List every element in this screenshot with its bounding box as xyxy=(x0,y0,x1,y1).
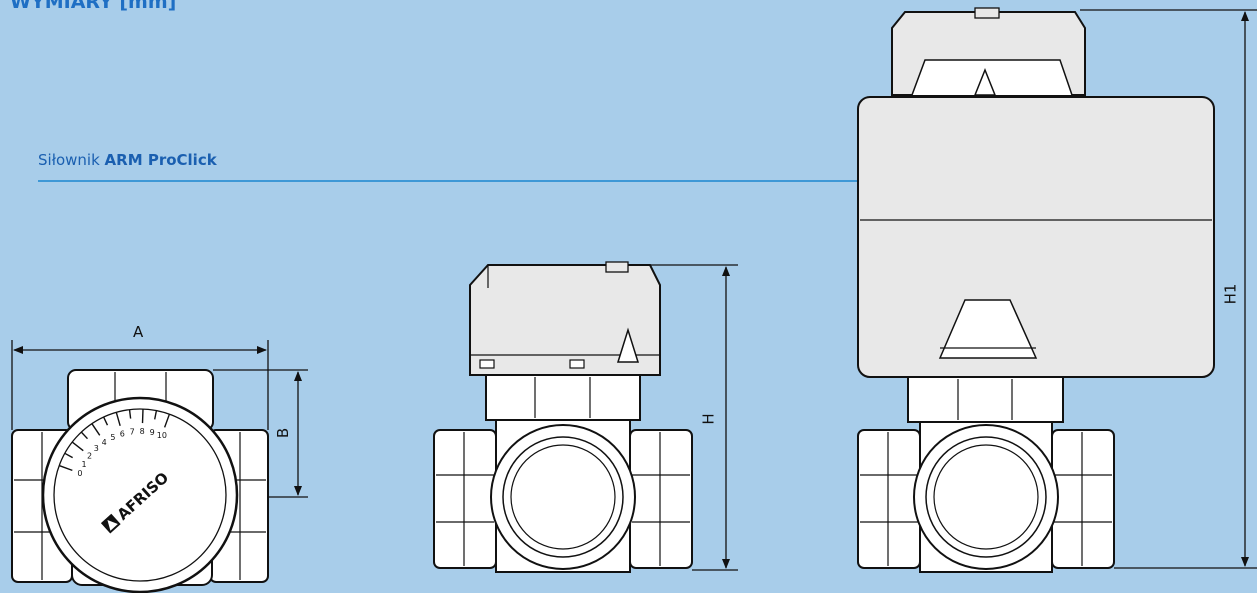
dial-tick-label: 10 xyxy=(157,431,167,440)
dial-tick-label: 8 xyxy=(140,427,145,436)
dimension-h1-label: H1 xyxy=(1221,283,1240,305)
page-title: WYMIARY [mm] xyxy=(10,0,177,13)
dial-tick xyxy=(80,431,88,440)
dial-tick xyxy=(154,410,158,420)
dimension-h1 xyxy=(1080,9,1257,569)
dial-tick-label: 1 xyxy=(81,460,86,469)
dimension-h xyxy=(650,264,738,571)
dial-tick-label: 5 xyxy=(110,433,115,442)
callout-prefix: Siłownik xyxy=(38,151,105,169)
dial-tick xyxy=(128,409,132,419)
valve-with-large-actuator xyxy=(857,7,1215,573)
callout-leader xyxy=(38,177,902,185)
dial-tick-label: 2 xyxy=(87,452,92,461)
dimension-a-label: A xyxy=(133,323,144,341)
dial-tick-label: 4 xyxy=(102,438,107,447)
dial-tick xyxy=(58,464,73,472)
dial-tick xyxy=(71,441,84,452)
dimension-b xyxy=(213,369,308,498)
dial-tick xyxy=(103,416,109,426)
dimension-a xyxy=(11,340,269,430)
valve-with-small-actuator xyxy=(433,261,693,573)
valve-with-dial xyxy=(11,369,269,593)
dial-tick xyxy=(64,452,73,459)
callout-product-name: ARM ProClick xyxy=(104,151,217,169)
dial-tick-label: 0 xyxy=(77,469,82,478)
dial-tick xyxy=(115,412,121,426)
dial-tick-label: 9 xyxy=(150,428,155,437)
dimension-b-label: B xyxy=(274,427,293,439)
dial-tick xyxy=(163,413,171,428)
dial-tick xyxy=(91,423,101,436)
dimension-h-label: H xyxy=(699,413,718,425)
dial-tick-label: 7 xyxy=(130,427,135,436)
dial-tick-label: 6 xyxy=(120,429,125,438)
actuator-callout-label: Siłownik ARM ProClick xyxy=(38,151,217,169)
dial-tick-label: 3 xyxy=(94,444,99,453)
